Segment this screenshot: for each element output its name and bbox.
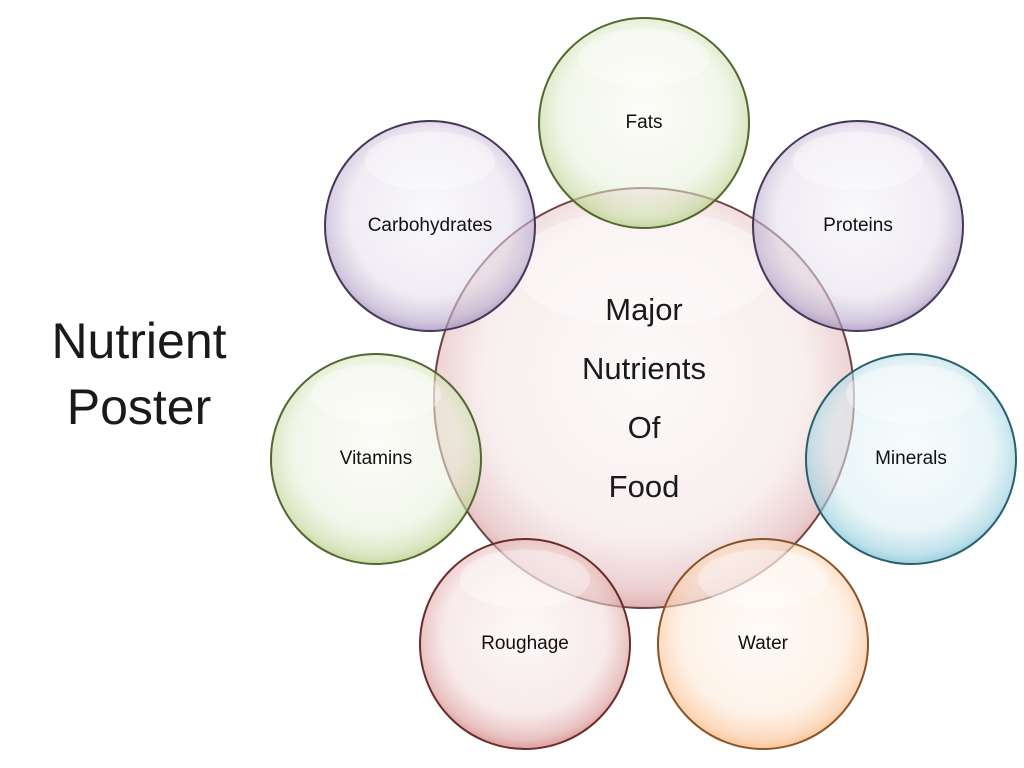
label-vitamins: Vitamins: [339, 448, 413, 469]
circle-vitamins: [270, 353, 482, 565]
slide-title: Nutrient Poster: [0, 308, 278, 440]
label-water: Water: [738, 633, 788, 654]
label-proteins: Proteins: [823, 215, 893, 236]
label-minerals: Minerals: [875, 448, 947, 469]
center-line-4: Food: [608, 469, 680, 504]
title-line-2: Poster: [66, 379, 212, 435]
circle-fats: [538, 17, 750, 229]
circle-minerals: [805, 353, 1017, 565]
center-circle: [433, 187, 855, 609]
circle-water: [657, 538, 869, 750]
circle-carbohydrates: [324, 120, 536, 332]
circle-proteins: [752, 120, 964, 332]
label-fats: Fats: [625, 112, 663, 133]
label-carbohydrates: Carbohydrates: [367, 215, 493, 236]
center-line-1: Major: [605, 292, 683, 327]
circle-roughage: [419, 538, 631, 750]
title-line-1: Nutrient: [51, 313, 227, 369]
center-line-3: Of: [627, 410, 661, 445]
label-roughage: Roughage: [481, 633, 569, 654]
center-label: Major Nutrients Of Food: [582, 280, 706, 516]
center-line-2: Nutrients: [581, 351, 707, 386]
